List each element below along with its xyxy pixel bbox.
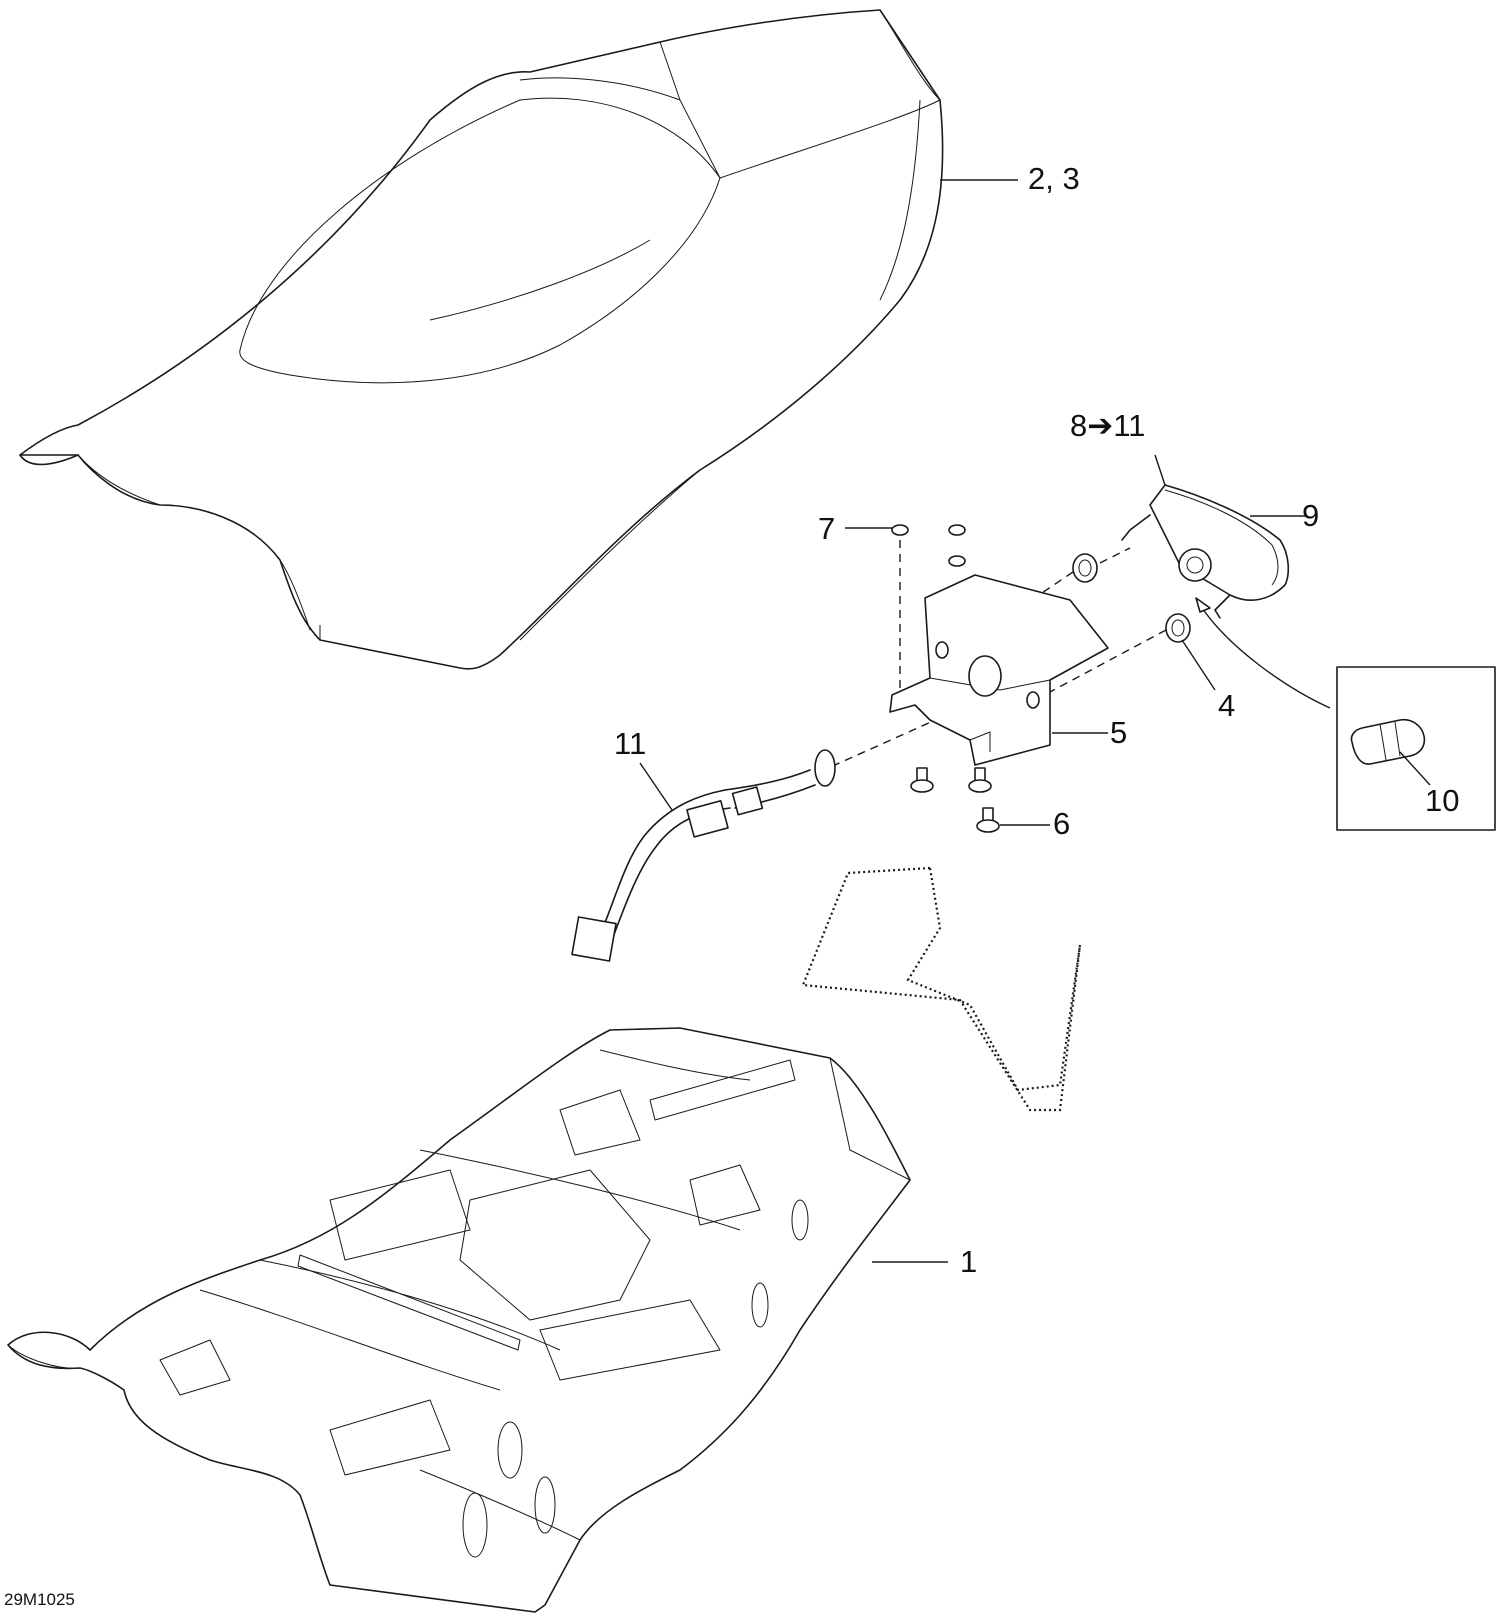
seat-base xyxy=(7,1027,911,1613)
callout-washer: 7 xyxy=(818,511,836,546)
assembly-line xyxy=(1099,547,1131,564)
leader-bulb xyxy=(1399,751,1431,786)
leader-bulb-arrow xyxy=(1199,604,1331,709)
leader-harness xyxy=(639,762,673,811)
leader-taillight-group xyxy=(1154,454,1166,486)
callout-bracket: 5 xyxy=(1110,715,1128,750)
callout-harness: 11 xyxy=(614,726,647,761)
grommet-lower xyxy=(1165,613,1191,643)
screw-group xyxy=(910,767,1000,833)
routing-path xyxy=(801,866,1082,1112)
callout-lens: 9 xyxy=(1302,498,1320,533)
wiring-harness xyxy=(571,749,836,962)
taillight-lens xyxy=(1121,484,1290,619)
leader-grommet xyxy=(1181,639,1216,691)
figure-code: 29M1025 xyxy=(4,1590,75,1609)
callout-seat-base: 1 xyxy=(960,1244,978,1279)
bulb-inset-box xyxy=(1336,666,1496,831)
callout-screw: 6 xyxy=(1053,806,1071,841)
assembly-line xyxy=(1034,629,1167,701)
seat-cover xyxy=(19,9,944,670)
callout-seat: 2, 3 xyxy=(1028,161,1080,196)
callout-bulb: 10 xyxy=(1425,783,1460,818)
grommet-upper xyxy=(1072,553,1098,583)
callout-grommet: 4 xyxy=(1218,688,1236,723)
taillight-bracket xyxy=(889,574,1109,766)
assembly-line xyxy=(834,699,981,766)
callout-taillight-group: 8➔11 xyxy=(1070,408,1146,443)
washer-group xyxy=(891,524,966,567)
arrow-head xyxy=(1195,597,1211,613)
